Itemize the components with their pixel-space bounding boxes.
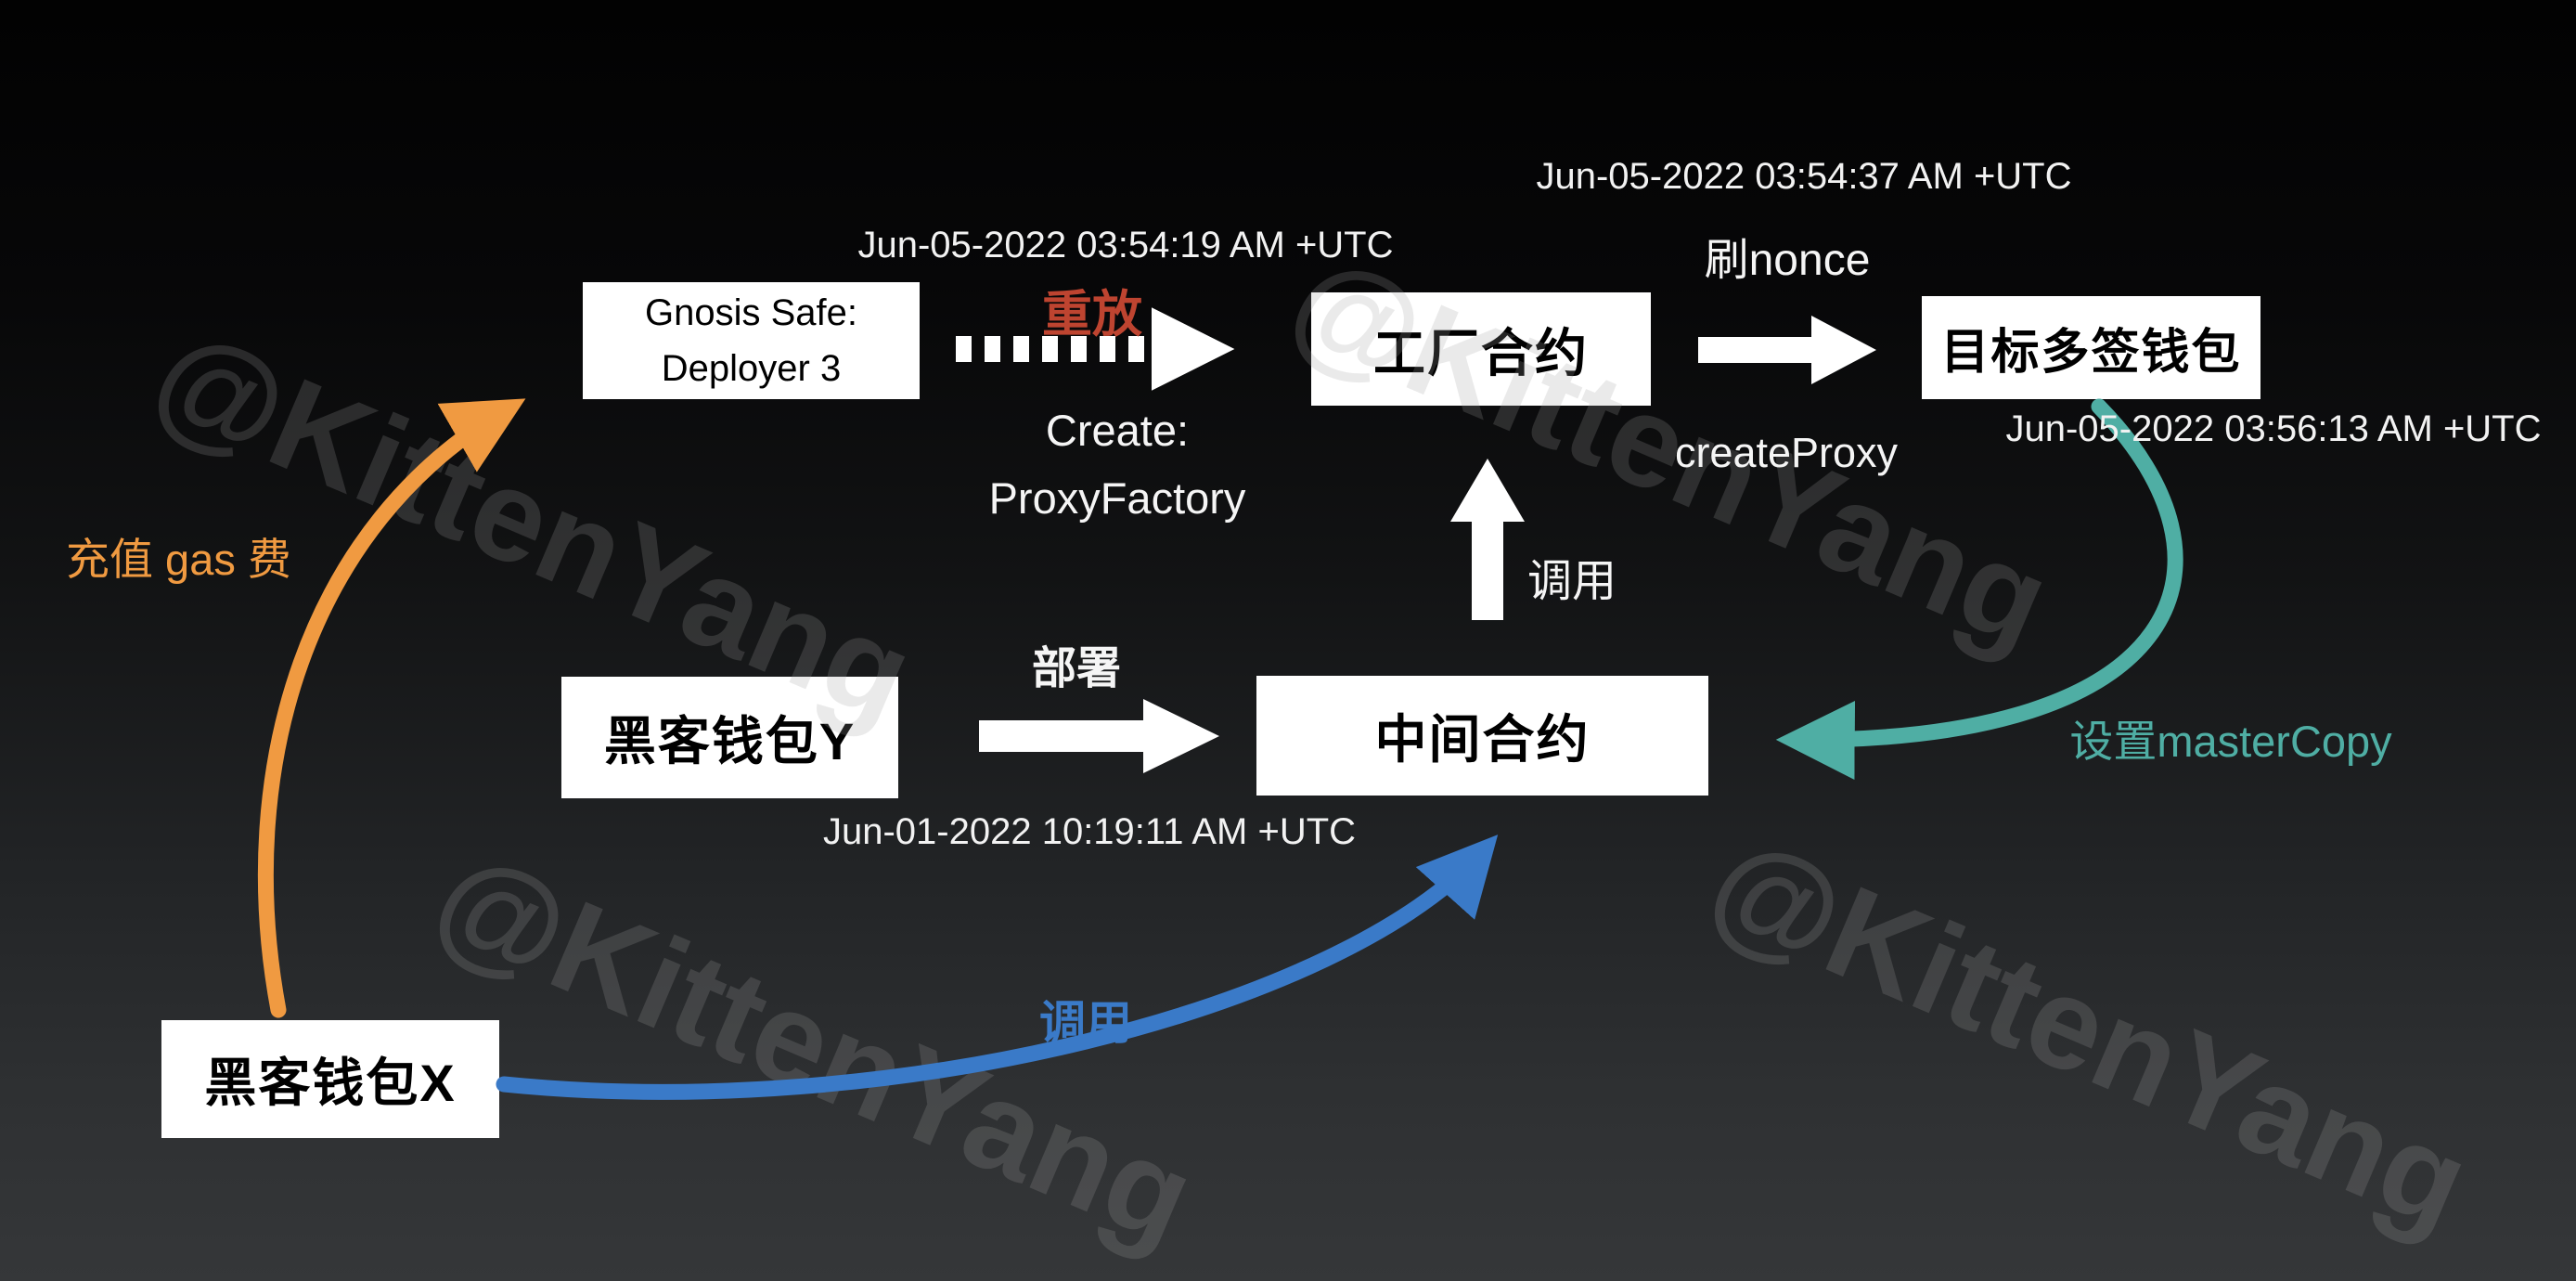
hacker-wallet-y-label: 黑客钱包Y (603, 712, 857, 770)
node-gnosis-safe-deployer3-label: Gnosis Safe: Deployer 3 (645, 285, 857, 396)
label-call-blue: 调用 (1039, 997, 1132, 1049)
label-create-proxyfactory: Create: ProxyFactory (989, 397, 1246, 533)
timestamp-replay: Jun-05-2022 03:54:19 AM +UTC (857, 225, 1394, 265)
node-hacker-wallet-x: 黑客钱包X (161, 1020, 499, 1138)
node-target-multisig-wallet: 目标多签钱包 (1922, 296, 2260, 399)
node-hacker-wallet-y: 黑客钱包Y (561, 677, 898, 798)
label-flush-nonce: 刷nonce (1704, 236, 1871, 285)
timestamp-set-mastercopy: Jun-05-2022 03:56:13 AM +UTC (2005, 408, 2542, 449)
node-intermediate-contract: 中间合约 (1256, 676, 1708, 796)
label-replay-text: 重放 (1042, 287, 1142, 343)
label-deploy: 部署 (1031, 644, 1122, 693)
timestamp-deploy: Jun-01-2022 10:19:11 AM +UTC (822, 811, 1357, 852)
arrow-recharge-gas (257, 398, 526, 1018)
node-factory-contract: 工厂合约 (1311, 292, 1651, 406)
label-set-mastercopy: 设置masterCopy (2069, 717, 2392, 766)
gnosis-line2: Deployer 3 (661, 348, 842, 389)
label-createproxy: createProxy (1674, 429, 1899, 476)
target-multisig-label: 目标多签钱包 (1940, 326, 2242, 380)
arrow-factory-to-target (1698, 316, 1876, 384)
gnosis-line1: Gnosis Safe: (644, 292, 857, 333)
arrow-walletY-to-intermediate (979, 699, 1219, 773)
label-call-up: 调用 (1527, 557, 1617, 606)
create-line2: ProxyFactory (988, 472, 1246, 523)
arrow-call-blue (496, 835, 1499, 1100)
factory-label: 工厂合约 (1373, 323, 1589, 382)
hacker-wallet-x-label: 黑客钱包X (204, 1054, 457, 1112)
intermediate-label: 中间合约 (1374, 710, 1591, 769)
create-line1: Create: (1045, 406, 1190, 455)
watermark-text: @KittenYang (1690, 808, 2489, 1257)
label-replay: 重放 (1042, 273, 1142, 346)
node-gnosis-safe-deployer3: Gnosis Safe: Deployer 3 (583, 282, 920, 399)
label-recharge-gas: 充值 gas 费 (66, 535, 291, 584)
timestamp-flush-nonce: Jun-05-2022 03:54:37 AM +UTC (1536, 156, 2072, 197)
arrow-intermediate-to-factory (1450, 459, 1525, 620)
